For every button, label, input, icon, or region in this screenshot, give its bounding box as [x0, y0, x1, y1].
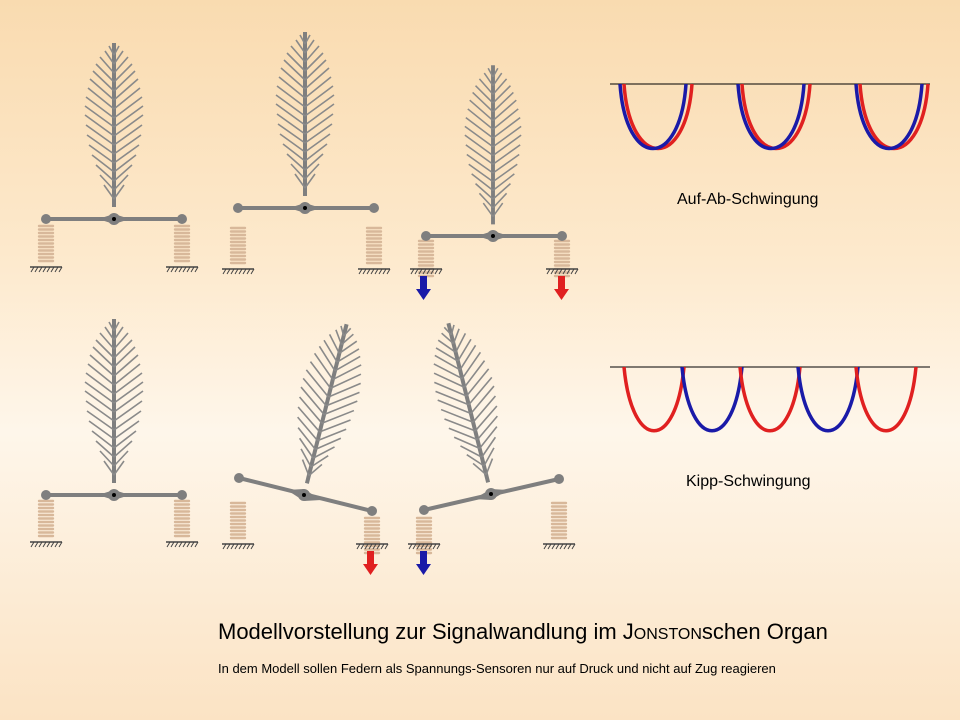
wave-up-down: [610, 83, 930, 151]
title-suffix: schen Organ: [701, 619, 828, 644]
top-model-1-rest: [29, 41, 199, 273]
top-model-2-up: [221, 30, 391, 275]
title-smallcaps: ONSTON: [633, 626, 702, 643]
arrow-blue-top: [416, 276, 431, 300]
arrow-red-bottom: [363, 551, 378, 575]
bottom-model-2-tilt-right-down: [221, 315, 389, 555]
title-prefix: Modellvorstellung zur Signalwandlung im …: [218, 619, 634, 644]
wave-tilt: [610, 366, 930, 433]
wave-label-up-down: Auf-Ab-Schwingung: [677, 191, 819, 208]
bottom-model-1-rest: [29, 317, 199, 548]
top-model-3-down: [409, 63, 579, 278]
arrow-blue-bottom: [416, 551, 431, 575]
arrow-red-top: [554, 276, 569, 300]
bottom-model-3-tilt-left-down: [407, 314, 576, 555]
page-title: Modellvorstellung zur Signalwandlung im …: [218, 619, 828, 645]
page-subtitle: In dem Modell sollen Federn als Spannung…: [218, 661, 776, 676]
wave-label-tilt: Kipp-Schwingung: [686, 473, 811, 490]
